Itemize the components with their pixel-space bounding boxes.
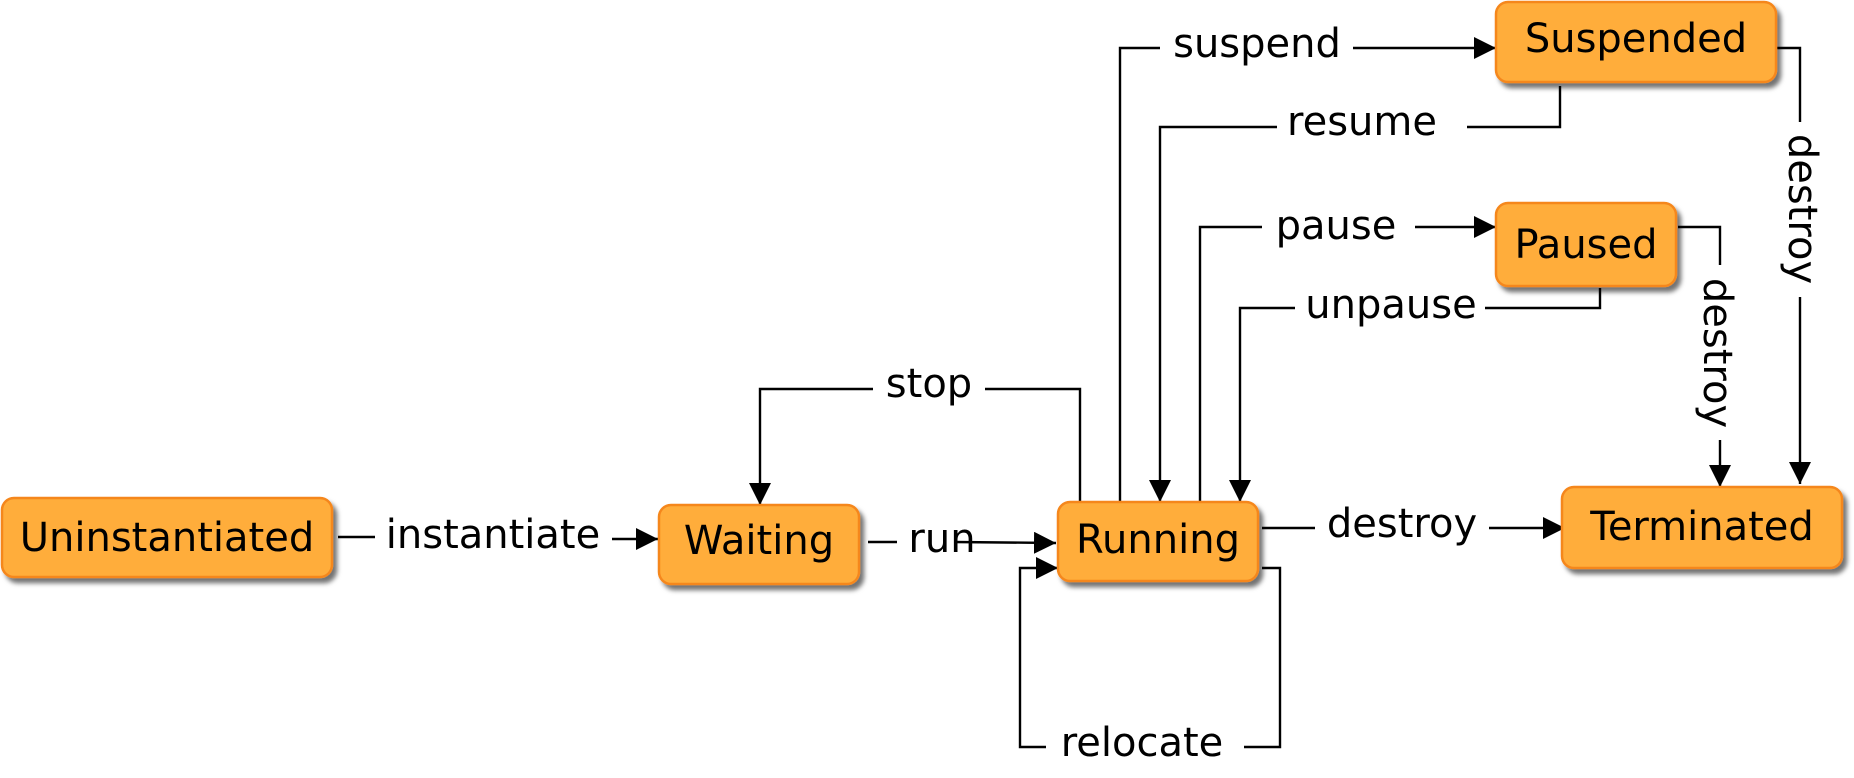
label-run: run bbox=[908, 516, 975, 562]
edge-destroy-suspended bbox=[1776, 46, 1800, 484]
edge-destroy-paused bbox=[1678, 225, 1720, 487]
state-paused: Paused bbox=[1494, 201, 1678, 288]
state-uninstantiated: Uninstantiated bbox=[0, 496, 334, 579]
edge-relocate bbox=[1018, 568, 1282, 749]
label-suspend: suspend bbox=[1173, 21, 1341, 67]
state-label: Suspended bbox=[1525, 16, 1747, 62]
state-terminated: Terminated bbox=[1560, 485, 1844, 570]
state-running: Running bbox=[1056, 500, 1260, 583]
edges bbox=[338, 46, 1800, 749]
label-resume: resume bbox=[1287, 99, 1437, 145]
state-label: Waiting bbox=[684, 518, 834, 564]
label-pause: pause bbox=[1276, 203, 1397, 249]
label-destroy-paused: destroy bbox=[1694, 278, 1740, 428]
label-destroy-running: destroy bbox=[1327, 501, 1477, 547]
label-relocate: relocate bbox=[1061, 720, 1224, 766]
edge-stop bbox=[760, 387, 1082, 505]
state-label: Terminated bbox=[1589, 504, 1814, 550]
state-waiting: Waiting bbox=[657, 503, 861, 586]
edge-labels: instantiate run stop suspend resume paus… bbox=[386, 21, 1825, 766]
edge-instantiate bbox=[338, 537, 658, 539]
state-label: Uninstantiated bbox=[20, 515, 314, 561]
edge-suspend bbox=[1118, 48, 1496, 502]
label-destroy-suspended: destroy bbox=[1779, 134, 1825, 284]
edge-unpause bbox=[1240, 288, 1602, 502]
label-stop: stop bbox=[886, 361, 972, 407]
state-suspended: Suspended bbox=[1494, 0, 1778, 84]
label-unpause: unpause bbox=[1305, 282, 1476, 328]
edge-pause bbox=[1198, 227, 1496, 502]
state-label: Paused bbox=[1514, 222, 1657, 268]
edge-resume bbox=[1160, 86, 1562, 502]
label-instantiate: instantiate bbox=[386, 512, 600, 558]
state-label: Running bbox=[1076, 517, 1240, 563]
edge-run bbox=[868, 542, 1056, 543]
